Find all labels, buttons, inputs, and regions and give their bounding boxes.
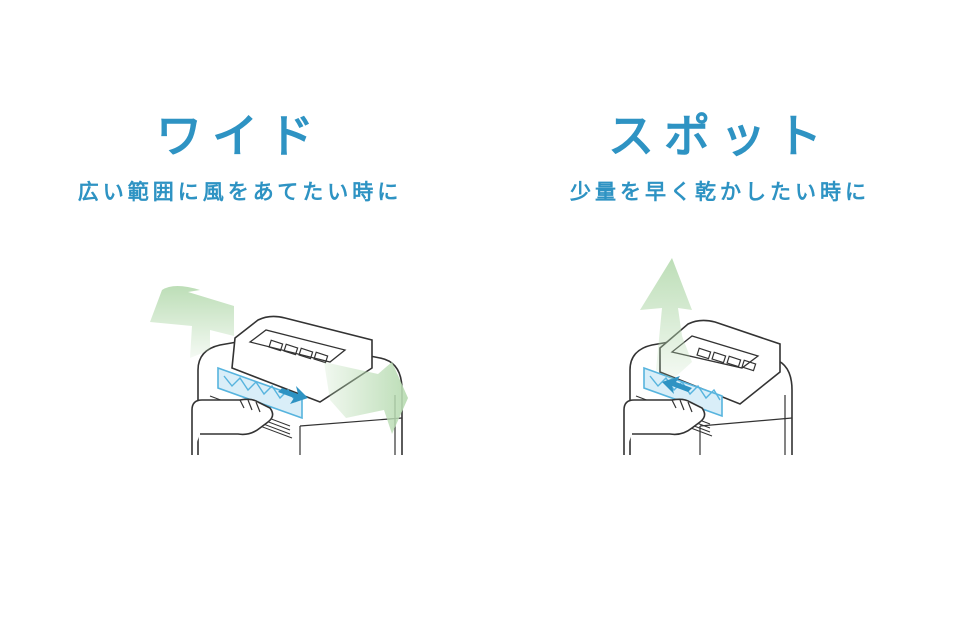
wide-airflow-icon — [150, 286, 408, 455]
spot-mode-description: 少量を早く乾かしたい時に — [570, 180, 870, 204]
spot-mode-panel: スポット 少量を早く乾かしたい時に — [480, 0, 960, 639]
wide-mode-illustration — [140, 250, 430, 470]
spot-mode-illustration — [580, 250, 870, 470]
wide-mode-panel: ワイド 広い範囲に風をあてたい時に — [77, 109, 430, 470]
spot-mode-title: スポット — [608, 109, 832, 163]
wide-mode-title: ワイド — [156, 109, 324, 163]
spot-airflow-icon — [623, 258, 793, 455]
wide-mode-description: 広い範囲に風をあてたい時に — [77, 180, 403, 204]
